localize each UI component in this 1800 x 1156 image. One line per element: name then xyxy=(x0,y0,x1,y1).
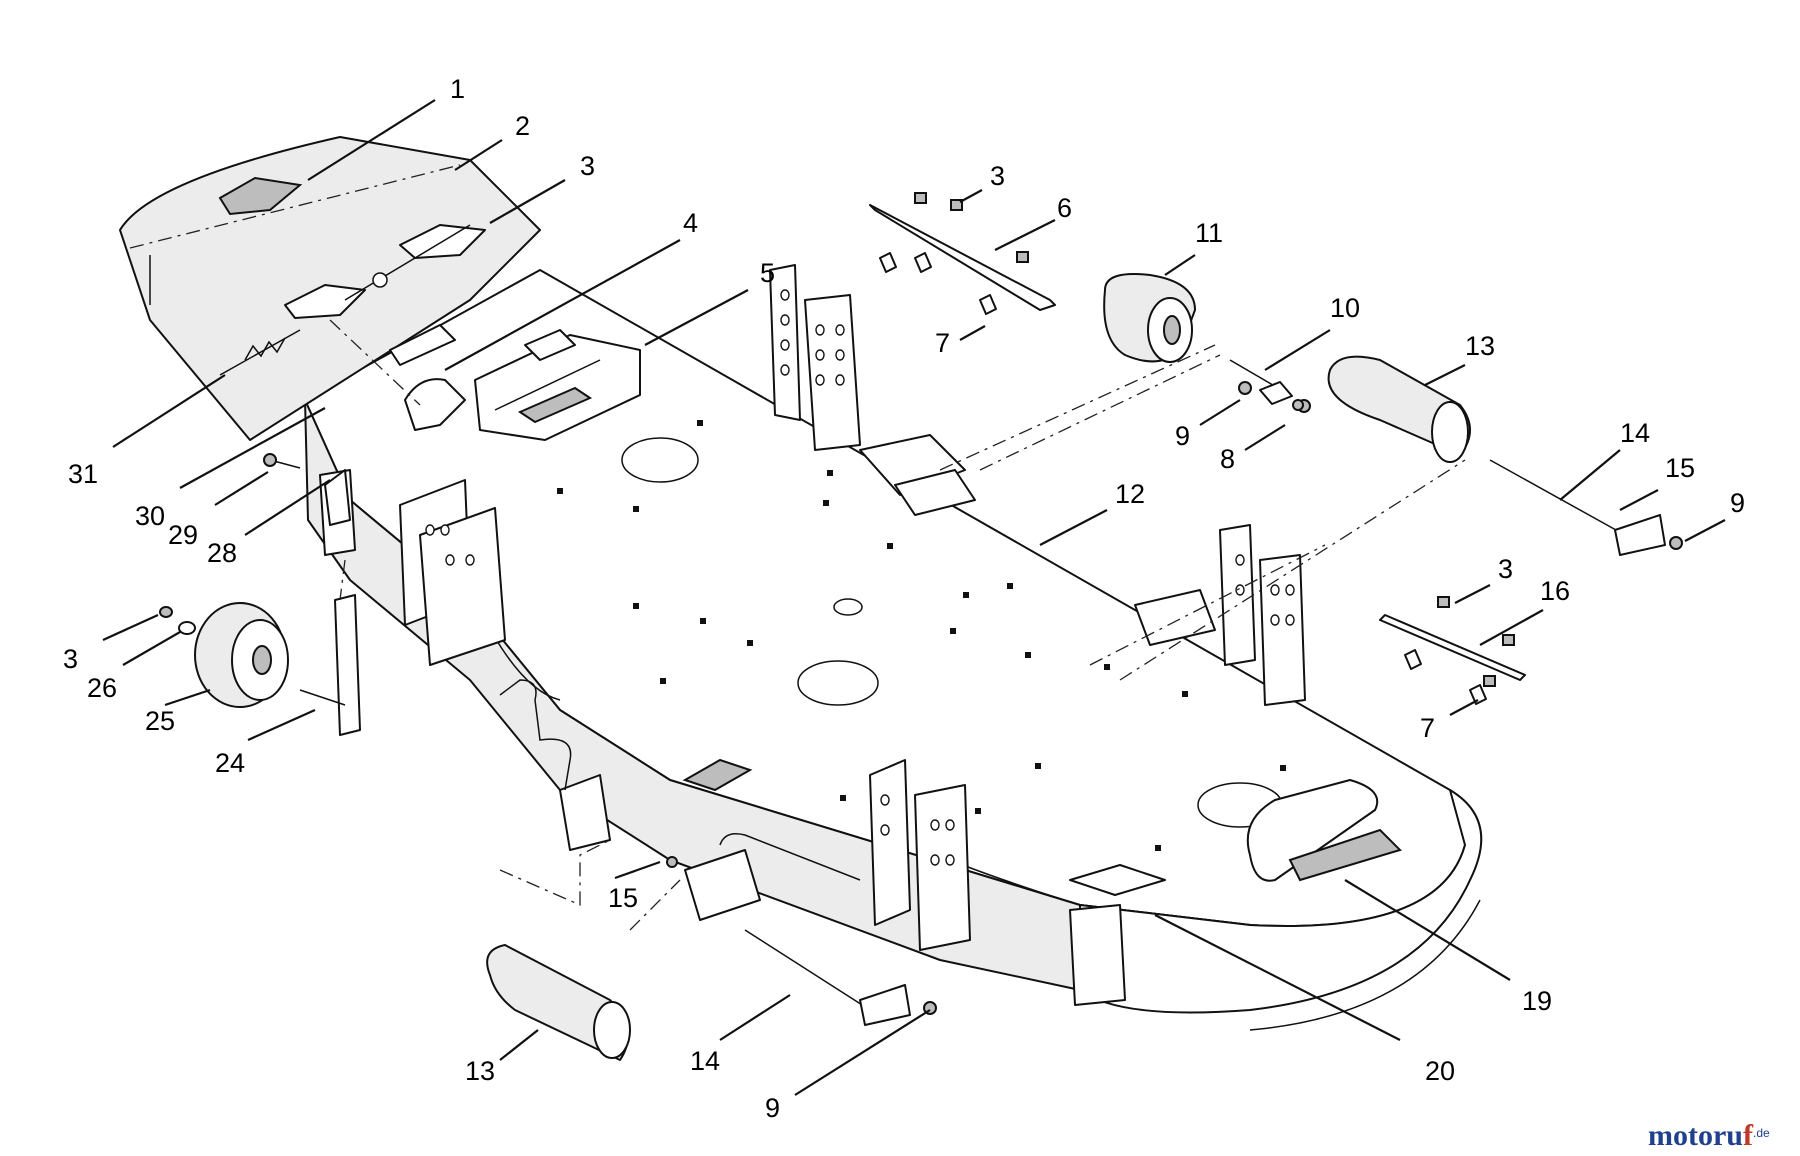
motoruf-watermark: motoruf.de xyxy=(1648,1119,1770,1152)
deck-handle xyxy=(474,329,641,441)
callout-10: 10 xyxy=(1330,293,1360,323)
callout-labels: 1 2 3 4 5 3 6 11 7 10 13 9 8 14 15 9 12 … xyxy=(63,74,1745,1123)
callout-9: 9 xyxy=(1175,421,1190,451)
callout-3: 3 xyxy=(580,151,595,181)
callout-15b: 15 xyxy=(608,883,638,913)
skid-plates xyxy=(869,192,1526,705)
watermark-brand-accent: f xyxy=(1743,1119,1754,1152)
callout-25: 25 xyxy=(145,706,175,736)
callout-16: 16 xyxy=(1540,576,1570,606)
callout-4: 4 xyxy=(683,208,698,238)
callout-2: 2 xyxy=(515,111,530,141)
watermark-tld: .de xyxy=(1753,1126,1770,1140)
idler-assembly xyxy=(219,224,486,431)
callout-3b: 3 xyxy=(990,161,1005,191)
callout-13b: 13 xyxy=(465,1056,495,1086)
callout-9b: 9 xyxy=(1730,488,1745,518)
callout-9c: 9 xyxy=(765,1093,780,1123)
callout-7: 7 xyxy=(935,328,950,358)
callout-8: 8 xyxy=(1220,444,1235,474)
mower-deck xyxy=(304,269,1483,1031)
callout-11: 11 xyxy=(1195,218,1223,248)
callout-12: 12 xyxy=(1115,479,1145,509)
callout-28: 28 xyxy=(207,538,237,568)
callout-20: 20 xyxy=(1425,1056,1455,1086)
small-parts xyxy=(263,399,1683,1015)
callout-1: 1 xyxy=(450,74,465,104)
callout-5: 5 xyxy=(760,258,775,288)
watermark-brand-main: motoru xyxy=(1648,1119,1743,1152)
callout-29: 29 xyxy=(168,520,198,550)
callout-3d: 3 xyxy=(63,644,78,674)
callout-19: 19 xyxy=(1522,986,1552,1016)
callout-24: 24 xyxy=(215,748,245,778)
callout-14: 14 xyxy=(1620,418,1650,448)
phantom-lines xyxy=(339,344,1466,931)
rollers xyxy=(486,273,1666,1061)
callout-6: 6 xyxy=(1057,193,1072,223)
callout-14b: 14 xyxy=(690,1046,720,1076)
callout-30: 30 xyxy=(135,501,165,531)
callout-31: 31 xyxy=(68,459,98,489)
callout-13: 13 xyxy=(1465,331,1495,361)
caster-wheel xyxy=(159,594,361,736)
callout-15: 15 xyxy=(1665,453,1695,483)
callout-26: 26 xyxy=(87,673,117,703)
callout-3c: 3 xyxy=(1498,554,1513,584)
leader-lines xyxy=(102,99,1726,1096)
height-brackets xyxy=(319,264,1306,1006)
callout-7b: 7 xyxy=(1420,713,1435,743)
svg-text:motoruf.de: motoruf.de xyxy=(1648,1119,1770,1152)
